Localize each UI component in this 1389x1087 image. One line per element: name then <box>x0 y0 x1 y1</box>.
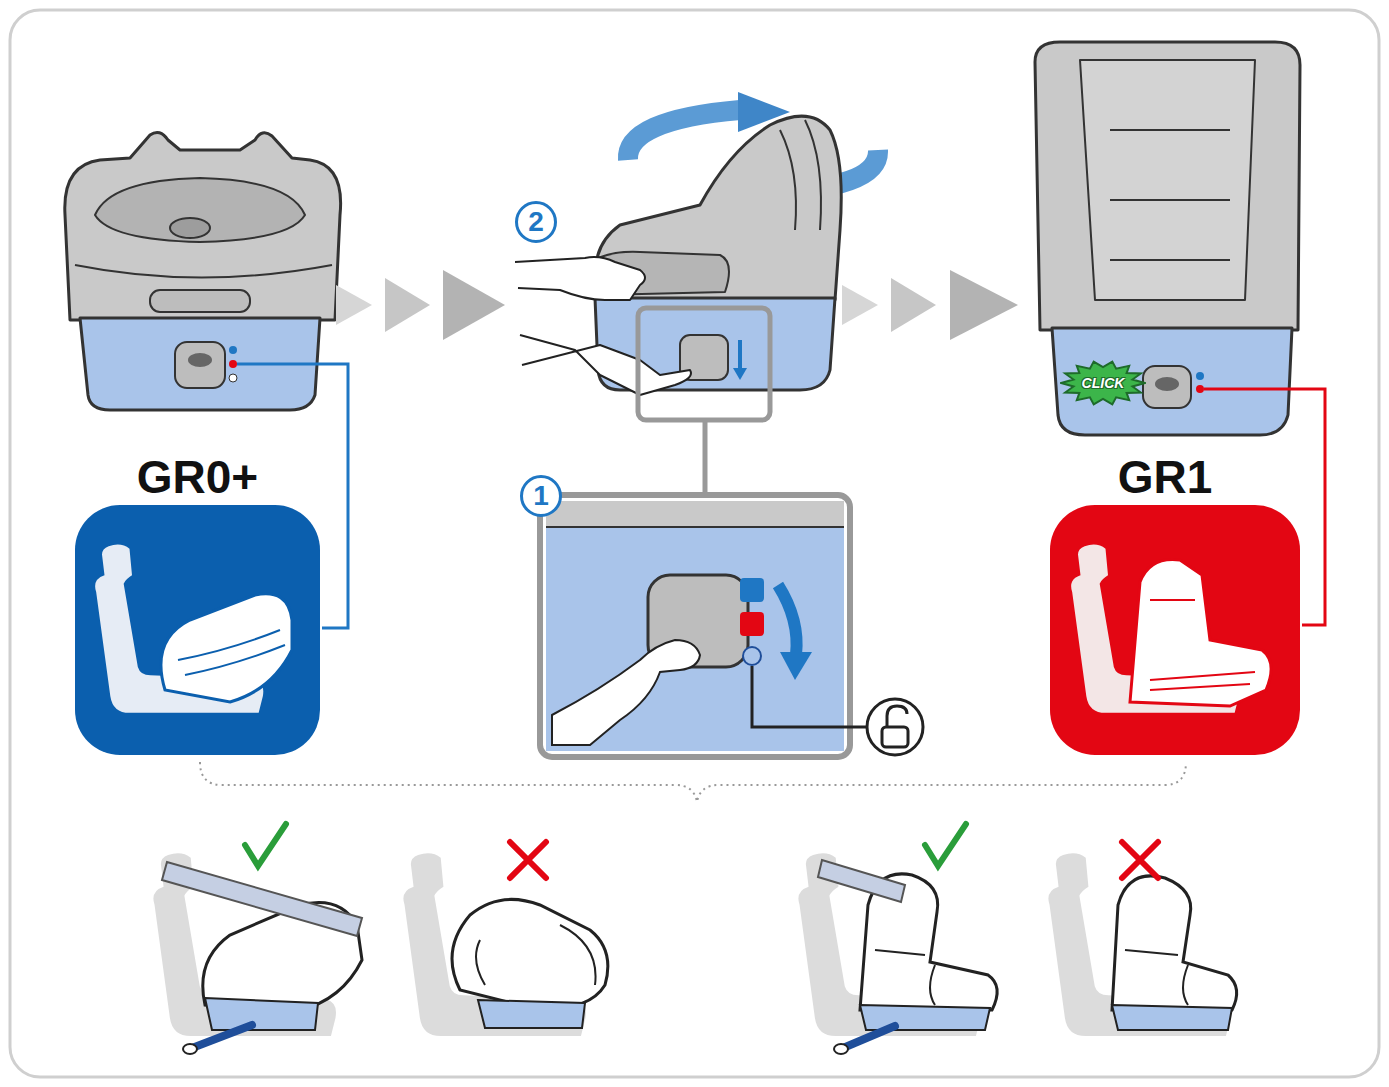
step-arrow <box>443 270 505 340</box>
support-leg <box>843 1026 895 1048</box>
infant-carrier <box>161 594 292 702</box>
seat-base <box>546 527 844 751</box>
group-icon: GR0+ <box>75 505 320 755</box>
wrong-forward-install <box>1048 842 1236 1036</box>
hand <box>552 640 700 745</box>
top-tether <box>818 860 905 902</box>
infant-carrier <box>452 899 608 1010</box>
step-arrow <box>950 270 1018 340</box>
burst-shape <box>1061 362 1145 405</box>
leg-foot <box>834 1044 848 1054</box>
hand <box>515 257 645 300</box>
seat-contour <box>75 265 332 278</box>
seat-base <box>478 1000 585 1028</box>
zoom-connector <box>703 420 708 495</box>
click-burst: CLICK <box>1060 360 1146 406</box>
carrier-contour <box>476 925 596 985</box>
indicator-blue <box>1196 372 1204 380</box>
seat-base <box>205 998 318 1030</box>
seat-handle <box>150 290 250 312</box>
correct-forward-install <box>798 824 997 1054</box>
zoom-detail <box>540 495 850 757</box>
push-arrow <box>778 585 797 655</box>
leader-line <box>752 666 866 727</box>
indicator-blue <box>740 578 764 602</box>
leg-foot <box>183 1044 197 1054</box>
indicator-lock <box>743 647 761 665</box>
arrow-head <box>780 652 812 680</box>
push-arrow <box>738 340 742 372</box>
indicator-lock <box>229 374 237 382</box>
indicator-red <box>1196 385 1204 393</box>
top-tether <box>162 862 362 936</box>
unlock-symbol <box>867 699 923 755</box>
hand <box>520 335 691 395</box>
symbol-circle <box>867 699 923 755</box>
rotating-seat <box>580 116 841 390</box>
zoom-frame <box>638 308 770 420</box>
burst-label: CLICK <box>1082 375 1125 391</box>
forward-facing-icon <box>1050 505 1300 755</box>
seat-edge-line <box>546 526 844 528</box>
frame <box>10 10 1379 1077</box>
group-icon: GR1 <box>1050 505 1300 755</box>
callout-number: 1 <box>533 481 549 511</box>
icon-square <box>75 505 320 755</box>
seat-shell <box>1035 42 1300 330</box>
hands <box>515 257 691 395</box>
check-mark <box>925 824 966 866</box>
seat-base <box>860 1005 990 1030</box>
correct-rear-install <box>153 824 362 1054</box>
step-arrow <box>385 278 430 332</box>
seat-edge <box>546 501 844 527</box>
lock-body <box>882 727 908 747</box>
button-dot <box>1155 377 1179 391</box>
indicator-blue <box>229 346 237 354</box>
seat-opening <box>95 178 305 242</box>
child-seat <box>1130 559 1271 706</box>
cross-mark <box>510 842 546 878</box>
seat-contour <box>780 120 821 230</box>
icon-square <box>1050 505 1300 755</box>
seat-back <box>1080 60 1255 300</box>
step-badge: 2 <box>515 201 557 243</box>
rotation-arc <box>628 110 740 160</box>
seat-contour <box>1125 950 1188 1005</box>
arrow-head <box>733 368 747 380</box>
support-leg <box>192 1025 252 1048</box>
zoom-frame <box>540 495 850 757</box>
seat-base <box>1112 1005 1232 1030</box>
seat-contour <box>1150 600 1255 690</box>
carrier-contour <box>178 630 285 675</box>
step-badge: 1 <box>520 475 562 517</box>
child-seat-right <box>1035 42 1300 435</box>
seat-base <box>1052 328 1292 435</box>
button-dot <box>188 353 212 367</box>
group-label: GR0+ <box>75 451 320 503</box>
indicator-red <box>740 612 764 636</box>
seat-contour <box>875 950 935 1005</box>
infant-seat-left <box>65 132 341 410</box>
callout-number: 2 <box>528 207 544 237</box>
cross-mark <box>1122 842 1158 878</box>
seat-contour <box>1110 130 1230 260</box>
wrong-rear-install <box>403 842 607 1036</box>
release-button <box>175 342 225 388</box>
rear-facing-icon <box>75 505 320 755</box>
child-seat <box>1112 876 1237 1010</box>
step-arrow <box>891 278 936 332</box>
group-label: GR1 <box>1040 451 1290 503</box>
release-button <box>1143 366 1191 408</box>
step-arrow <box>842 285 878 325</box>
check-mark <box>245 824 286 866</box>
seat-shell <box>65 132 341 320</box>
group-bracket <box>200 762 1186 802</box>
lock-shackle <box>887 706 907 727</box>
step-arrow <box>336 285 372 325</box>
seat-buckle <box>170 218 210 238</box>
indicator-red <box>229 360 237 368</box>
